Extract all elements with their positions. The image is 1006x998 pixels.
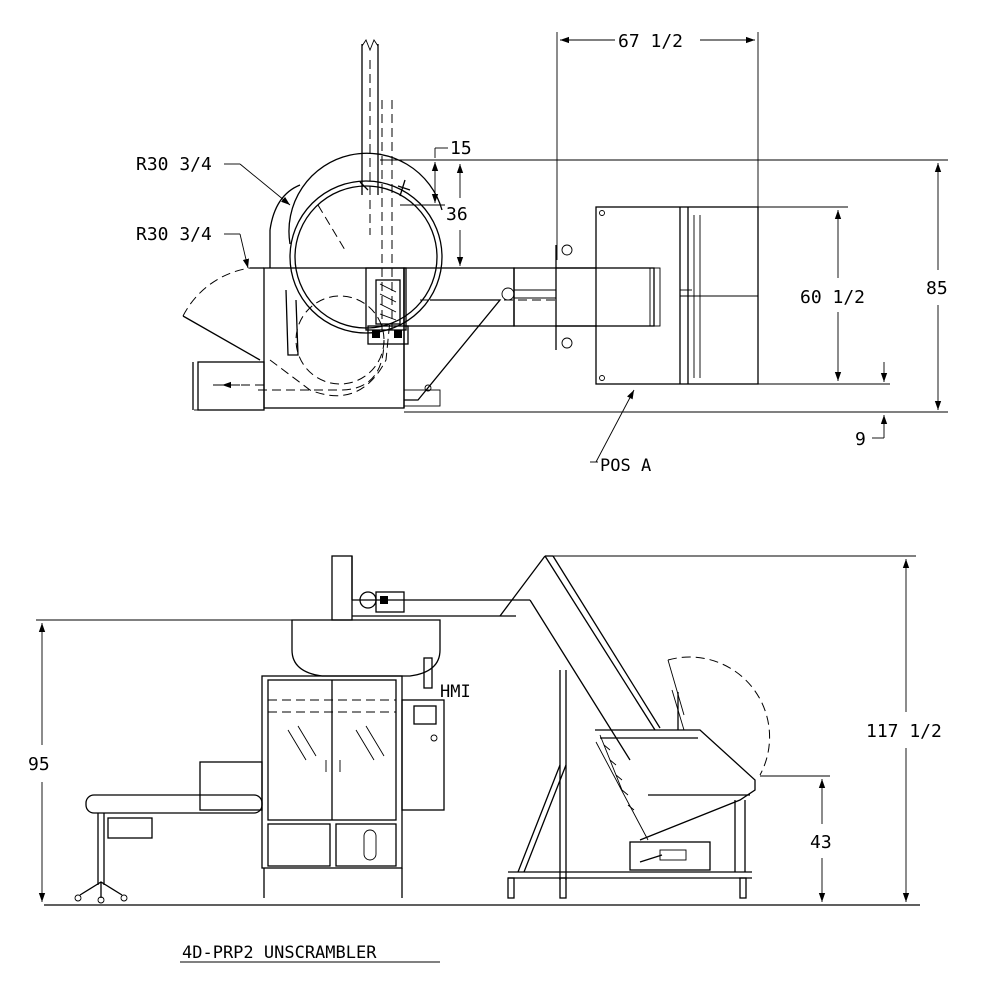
exit-conveyor bbox=[192, 361, 265, 411]
dim-15-label: 15 bbox=[450, 138, 472, 159]
dim-36-label: 36 bbox=[446, 204, 468, 225]
hopper-plan bbox=[555, 206, 759, 385]
side-view-dimensions: 95 117 1/2 43 bbox=[28, 555, 942, 902]
vertical-chute bbox=[361, 39, 393, 330]
bowl bbox=[269, 152, 443, 356]
dim-67-label: 67 1/2 bbox=[618, 31, 683, 52]
drive-unit bbox=[365, 267, 409, 345]
incline-elevator bbox=[517, 555, 661, 880]
top-view-dimensions: 67 1/2 15 36 60 1/2 85 bbox=[136, 31, 948, 476]
base-frame bbox=[263, 267, 441, 409]
dim-117-label: 117 1/2 bbox=[866, 721, 942, 742]
dim-60-label: 60 1/2 bbox=[800, 287, 865, 308]
dim-43-label: 43 bbox=[810, 832, 832, 853]
hmi-label: HMI bbox=[440, 682, 471, 702]
bowl-side bbox=[291, 555, 546, 677]
pos-a-label: POS A bbox=[600, 456, 651, 476]
dim-95-label: 95 bbox=[28, 754, 50, 775]
top-plan-view: 67 1/2 15 36 60 1/2 85 bbox=[136, 31, 948, 476]
radius-label-2: R30 3/4 bbox=[136, 224, 212, 245]
cabinet bbox=[261, 675, 403, 898]
side-elevation-view: HMI bbox=[28, 555, 942, 906]
radius-label-1: R30 3/4 bbox=[136, 154, 212, 175]
drawing-title: 4D-PRP2 UNSCRAMBLER bbox=[182, 943, 377, 963]
infeed-conveyor bbox=[74, 761, 263, 904]
bridge-conveyor bbox=[300, 267, 661, 401]
hopper-side bbox=[507, 656, 771, 899]
hmi-panel: HMI bbox=[401, 657, 471, 811]
dim-85-label: 85 bbox=[926, 278, 948, 299]
dim-9-label: 9 bbox=[855, 429, 866, 450]
